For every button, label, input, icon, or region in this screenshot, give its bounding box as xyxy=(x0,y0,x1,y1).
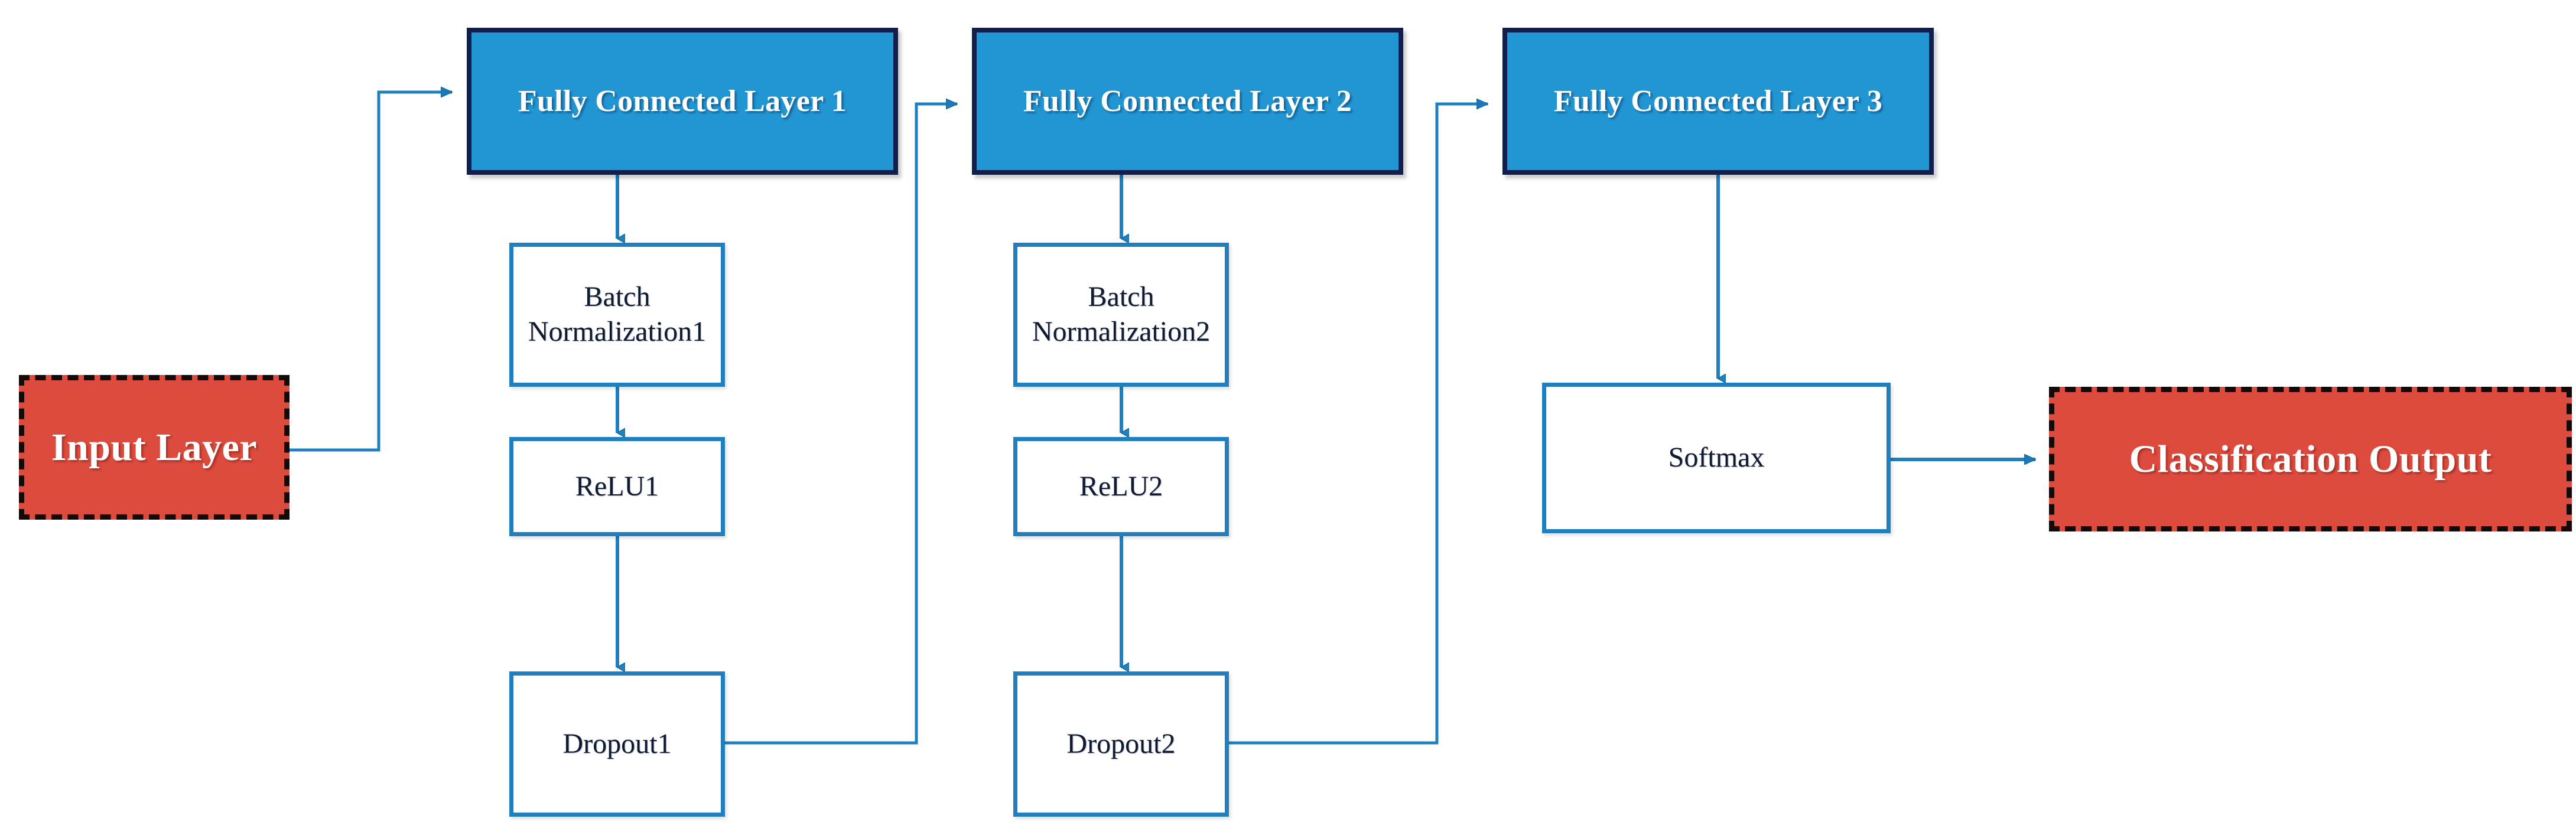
node-label: Softmax xyxy=(1668,442,1765,474)
node-label: Fully Connected Layer 3 xyxy=(1553,84,1883,118)
edge-dropout2-to-fc3 xyxy=(1229,104,1488,745)
node-label: Dropout1 xyxy=(562,728,672,759)
node-dropout-2[interactable]: Dropout2 xyxy=(1013,671,1229,817)
node-label: Dropout2 xyxy=(1066,728,1176,759)
edge-dropout1-to-fc2 xyxy=(725,104,957,745)
edge-input-to-fc1 xyxy=(290,92,452,452)
node-classification-output[interactable]: Classification Output xyxy=(2049,387,2572,531)
node-fully-connected-layer-2[interactable]: Fully Connected Layer 2 xyxy=(972,28,1403,175)
node-label: Fully Connected Layer 2 xyxy=(1023,84,1352,118)
node-label: Input Layer xyxy=(51,425,258,469)
node-label: ReLU2 xyxy=(1079,470,1163,502)
node-dropout-1[interactable]: Dropout1 xyxy=(509,671,725,817)
node-softmax[interactable]: Softmax xyxy=(1542,383,1891,533)
node-input-layer[interactable]: Input Layer xyxy=(19,375,290,520)
node-fully-connected-layer-1[interactable]: Fully Connected Layer 1 xyxy=(467,28,898,175)
node-label: ReLU1 xyxy=(575,470,659,502)
node-fully-connected-layer-3[interactable]: Fully Connected Layer 3 xyxy=(1502,28,1934,175)
node-label: Classification Output xyxy=(2129,437,2492,481)
node-label: Fully Connected Layer 1 xyxy=(518,84,847,118)
node-relu-1[interactable]: ReLU1 xyxy=(509,437,725,536)
node-relu-2[interactable]: ReLU2 xyxy=(1013,437,1229,536)
